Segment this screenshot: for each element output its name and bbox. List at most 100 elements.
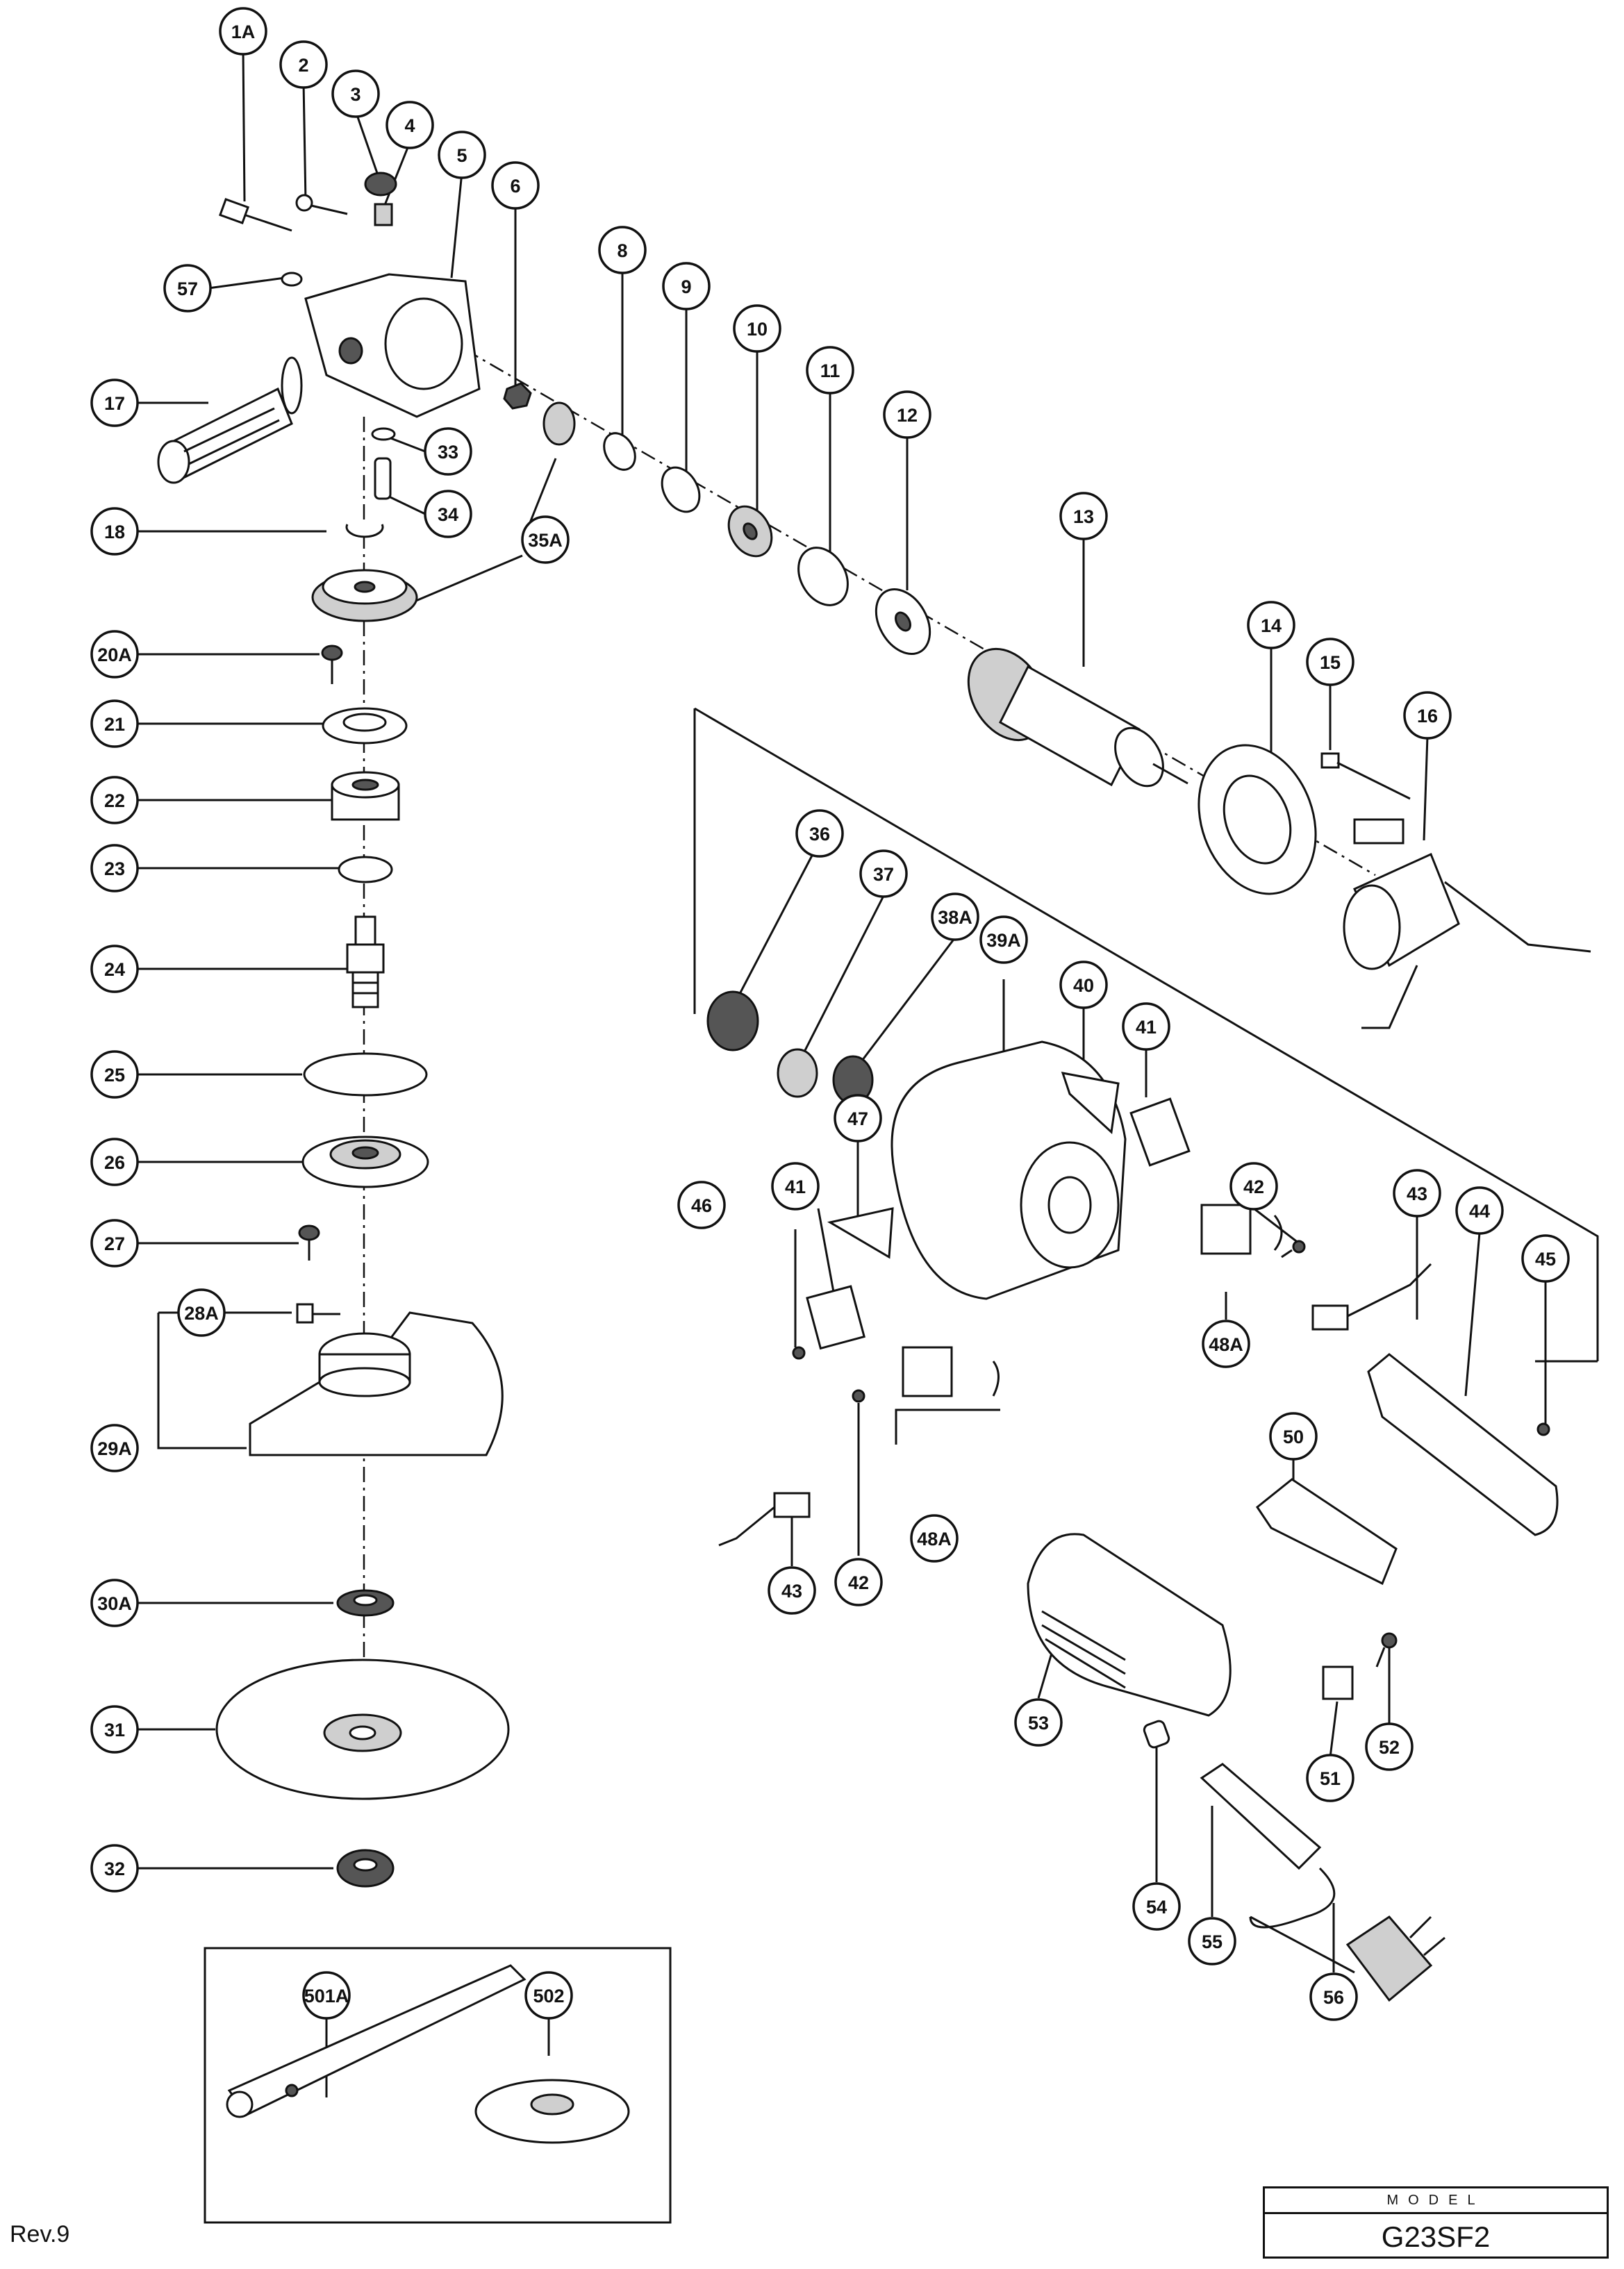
callout-label: 4	[404, 115, 415, 136]
callout-circle	[90, 1424, 139, 1472]
callout-38a: 38A	[931, 892, 979, 941]
callout-circle	[733, 304, 781, 353]
callout-circle	[1269, 1412, 1318, 1461]
fan-14-drawing	[1198, 744, 1317, 895]
callout-circle	[883, 390, 931, 439]
callout-circle	[859, 849, 908, 898]
callout-44: 44	[1455, 1186, 1504, 1235]
leader-lines	[135, 48, 1599, 2097]
callout-27: 27	[90, 1219, 139, 1268]
callout-52: 52	[1365, 1722, 1414, 1771]
spindle-24-drawing	[346, 915, 385, 1008]
callout-label: 15	[1320, 652, 1341, 673]
callout-label: 10	[747, 319, 768, 340]
callout-circle	[931, 892, 979, 941]
callout-circle	[386, 101, 434, 149]
callout-label: 18	[104, 522, 125, 542]
screw-27-drawing	[298, 1224, 320, 1261]
bevel-gear-35a-drawing	[311, 569, 418, 622]
callout-circle	[771, 1162, 820, 1211]
callout-circle	[1188, 1917, 1236, 1965]
leader-33	[388, 436, 426, 453]
callout-label: 17	[104, 393, 125, 414]
callout-label: 48A	[917, 1529, 952, 1549]
leader-38a	[856, 937, 956, 1067]
callout-42a: 42	[1229, 1162, 1278, 1211]
callout-label: 25	[104, 1065, 125, 1086]
callout-label: 35A	[528, 530, 563, 551]
callout-circle	[1229, 1162, 1278, 1211]
callout-label: 45	[1535, 1249, 1556, 1270]
leader-4	[382, 142, 411, 209]
callout-circle	[768, 1566, 816, 1615]
ball-bearing-10-drawing	[727, 505, 773, 558]
screw-45-drawing	[1536, 1422, 1550, 1436]
callout-29a: 29A	[90, 1424, 139, 1472]
callout-circle	[331, 69, 380, 118]
motor-axis	[388, 304, 1376, 876]
handle-53-drawing	[1027, 1533, 1232, 1717]
callout-6: 6	[491, 161, 540, 210]
ring-23-drawing	[338, 856, 393, 883]
callout-label: 42	[1243, 1177, 1264, 1197]
callout-21: 21	[90, 699, 139, 748]
callout-circle	[1132, 1882, 1181, 1931]
callout-circle	[1059, 961, 1108, 1009]
callout-label: 26	[104, 1152, 125, 1173]
callout-circle	[90, 379, 139, 427]
callout-31: 31	[90, 1705, 139, 1754]
callout-label: 28A	[184, 1303, 219, 1324]
callout-circle	[491, 161, 540, 210]
callout-label: 37	[873, 864, 894, 885]
callout-37: 37	[859, 849, 908, 898]
callout-circle	[1306, 1754, 1354, 1802]
callout-57: 57	[163, 264, 212, 313]
flange-502-drawing	[474, 2079, 630, 2144]
cord-clip-51-drawing	[1322, 1665, 1354, 1700]
model-name: G23SF2	[1381, 2220, 1491, 2253]
callout-label: 52	[1379, 1737, 1400, 1758]
wheel-guard-29a-drawing	[249, 1311, 504, 1456]
callout-circle	[795, 809, 844, 858]
callout-circle	[90, 1579, 139, 1627]
callout-circle	[90, 630, 139, 679]
revision-label: Rev.9	[10, 2221, 70, 2247]
callout-43b: 43	[768, 1566, 816, 1615]
callout-circle	[806, 346, 854, 394]
bracket-29a	[157, 1313, 247, 1449]
callout-label: 8	[617, 240, 627, 261]
callout-label: 11	[820, 360, 840, 381]
callout-18: 18	[90, 507, 139, 556]
callout-circle	[1521, 1234, 1570, 1283]
callout-circle	[834, 1094, 882, 1142]
callout-circle	[1202, 1320, 1250, 1368]
callout-11: 11	[806, 346, 854, 394]
leader-48a-bottom	[895, 1408, 1000, 1445]
callout-label: 21	[104, 714, 125, 735]
callout-circle	[177, 1288, 226, 1337]
gear-cover-5-drawing	[304, 273, 481, 418]
pin-34-drawing	[374, 457, 392, 500]
callout-label: 6	[510, 176, 520, 197]
screw-42-top-drawing	[1281, 1240, 1306, 1258]
callout-circle	[90, 776, 139, 824]
leader-1a	[242, 48, 246, 202]
callout-circle	[662, 262, 711, 310]
callout-28a: 28A	[177, 1288, 226, 1337]
callout-circle	[424, 427, 472, 476]
ball-bearing-36-drawing	[706, 990, 759, 1052]
housing-bracket-right	[694, 707, 1599, 1361]
callout-47: 47	[834, 1094, 882, 1142]
callout-label: 31	[104, 1720, 125, 1740]
callout-51: 51	[1306, 1754, 1354, 1802]
callout-label: 12	[897, 405, 918, 426]
accessories-frame	[204, 1947, 672, 2224]
callout-circle	[834, 1558, 883, 1606]
callout-circle	[438, 131, 486, 179]
wheel-washer-30a-drawing	[336, 1589, 395, 1617]
callout-41b: 41	[771, 1162, 820, 1211]
fan-guide-12-drawing	[875, 588, 931, 656]
callout-circle	[90, 1219, 139, 1268]
callout-label: 33	[438, 442, 458, 463]
callout-501a: 501A	[302, 1971, 351, 2020]
